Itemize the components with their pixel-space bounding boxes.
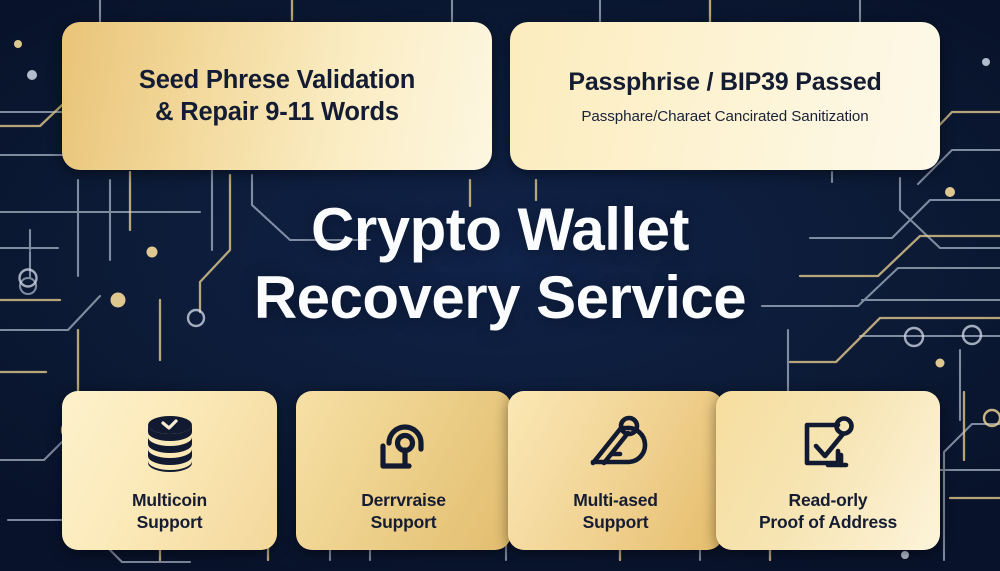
feature-card-label: Multicoin Support xyxy=(132,489,207,533)
feature-banner-passphrase[interactable]: Passphrise / BIP39 Passed Passphare/Char… xyxy=(510,22,940,170)
feature-banner-seed-phrase[interactable]: Seed Phrese Validation & Repair 9-11 Wor… xyxy=(62,22,492,170)
banner-title-line1: Seed Phrese Validation xyxy=(138,65,416,94)
feature-card-label: Derrvraise Support xyxy=(361,489,446,533)
feature-card-label: Multi-ased Support xyxy=(573,489,658,533)
banner-subtitle: Passphare/Charaet Cancirated Sanitizatio… xyxy=(581,108,869,126)
feature-label-line1: Read-orly xyxy=(788,490,868,510)
page-title: Crypto Wallet Recovery Service xyxy=(0,196,1000,333)
feature-label-line2: Support xyxy=(582,512,649,533)
banner-title-line2: & Repair 9-11 Words xyxy=(155,98,399,126)
checkbox-approved-icon xyxy=(804,416,854,468)
feature-label-line2: Support xyxy=(370,512,437,533)
coin-stack-check-icon xyxy=(147,416,192,472)
open-padlock-keyhole-icon xyxy=(379,424,424,469)
feature-card-multi-asset[interactable]: Multi-ased Support xyxy=(508,391,723,550)
feature-label-line1: Multicoin xyxy=(132,490,207,510)
banner-title: Passphrise / BIP39 Passed xyxy=(568,67,882,96)
feature-label-line2: Proof of Address xyxy=(758,512,898,533)
page-title-line2: Recovery Service xyxy=(253,264,747,332)
feature-card-label: Read-orly Proof of Address xyxy=(759,489,897,533)
feature-label-line1: Derrvraise xyxy=(361,490,446,510)
feature-card-read-only-proof[interactable]: Read-orly Proof of Address xyxy=(716,391,940,550)
wallet-abstract-icon xyxy=(590,415,647,466)
banner-title: Seed Phrese Validation & Repair 9-11 Wor… xyxy=(139,64,415,128)
feature-label-line1: Multi-ased xyxy=(573,490,658,510)
page-title-line1: Crypto Wallet xyxy=(311,196,689,263)
feature-card-privacy[interactable]: Derrvraise Support xyxy=(296,391,511,550)
feature-card-multicoin[interactable]: Multicoin Support xyxy=(62,391,277,550)
feature-label-line2: Support xyxy=(136,512,203,533)
